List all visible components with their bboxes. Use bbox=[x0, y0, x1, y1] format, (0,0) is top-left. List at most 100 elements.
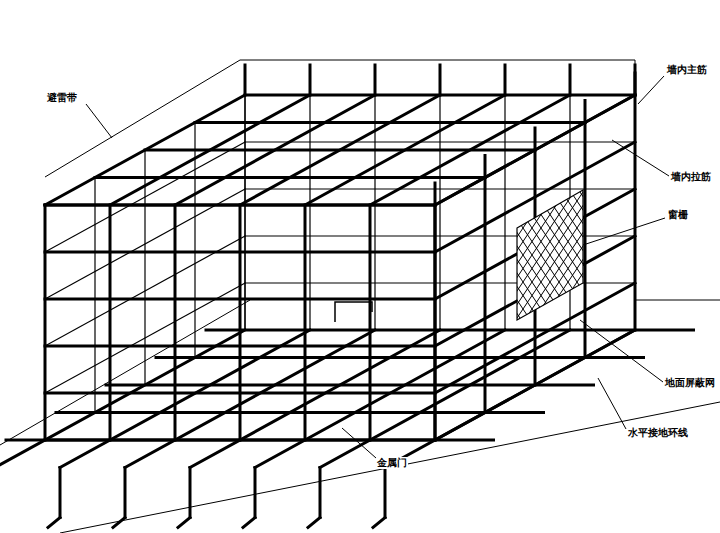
right-bar bbox=[434, 205, 437, 440]
hatch-line bbox=[590, 180, 690, 330]
hatch-line bbox=[608, 180, 708, 330]
floor-bar bbox=[0, 330, 245, 468]
metal-door bbox=[335, 302, 372, 322]
main-bar-top bbox=[309, 65, 312, 95]
part-label: 金属门 bbox=[376, 457, 408, 469]
hatch-line bbox=[563, 180, 663, 330]
part-label: 水平接地环线 bbox=[627, 427, 689, 439]
ground-rod bbox=[254, 468, 257, 518]
hatch-line bbox=[473, 180, 573, 330]
hatch-line bbox=[509, 180, 609, 330]
front-bar bbox=[109, 205, 112, 440]
ground-rod bbox=[59, 468, 62, 518]
front-bar bbox=[45, 345, 435, 348]
hatch-line bbox=[401, 180, 501, 330]
cage-bars bbox=[0, 65, 694, 528]
leader-line bbox=[86, 104, 112, 138]
hatch-line bbox=[446, 180, 546, 330]
leader-line bbox=[580, 320, 663, 382]
main-bar-top bbox=[374, 65, 377, 95]
front-bar bbox=[45, 392, 435, 395]
ground-rod bbox=[384, 468, 387, 518]
hatch-line bbox=[536, 180, 636, 330]
hatch-line bbox=[554, 180, 654, 330]
floor-bar bbox=[106, 384, 594, 387]
ground-rod bbox=[48, 518, 60, 528]
hatch-line bbox=[482, 180, 582, 330]
leader-lines bbox=[86, 76, 669, 458]
front-bar bbox=[45, 204, 435, 207]
main-bar-top bbox=[634, 73, 637, 95]
part-label: 地面屏蔽网 bbox=[664, 377, 716, 389]
hatch-line bbox=[491, 180, 591, 330]
main-bar-top bbox=[504, 65, 507, 95]
main-bar-top bbox=[244, 65, 247, 95]
hatch-line bbox=[446, 180, 546, 330]
top-bar bbox=[195, 121, 585, 124]
hatch-line bbox=[410, 180, 510, 330]
ground-rod bbox=[124, 468, 127, 518]
hatch-line bbox=[518, 180, 618, 330]
ground-rod bbox=[178, 518, 190, 528]
hatch-line bbox=[473, 180, 573, 330]
right-bar bbox=[584, 123, 587, 358]
top-bar bbox=[145, 149, 535, 152]
hatch-line bbox=[455, 180, 555, 330]
ground-rod bbox=[243, 518, 255, 528]
ground-line bbox=[635, 300, 720, 301]
hatch-line bbox=[536, 180, 636, 330]
leader-line bbox=[638, 76, 664, 104]
main-bar-top bbox=[534, 128, 537, 150]
part-label: 避雷带 bbox=[46, 92, 78, 104]
floor-bar bbox=[255, 330, 505, 468]
leader-line bbox=[598, 378, 626, 429]
front-bar bbox=[239, 205, 242, 440]
front-bar bbox=[369, 205, 372, 440]
back-bar bbox=[245, 188, 635, 189]
hatch-line bbox=[572, 180, 672, 330]
top-bar bbox=[45, 204, 435, 207]
hatch-line bbox=[599, 180, 699, 330]
hatch-line bbox=[518, 180, 618, 330]
hatch-line bbox=[608, 180, 708, 330]
hatch-line bbox=[437, 180, 537, 330]
hatch-line bbox=[581, 180, 681, 330]
floor-bar bbox=[60, 330, 310, 468]
main-bar-top bbox=[634, 65, 637, 95]
hatch-line bbox=[572, 180, 672, 330]
hatch-line bbox=[428, 180, 528, 330]
leader-line bbox=[612, 140, 669, 176]
left-bar bbox=[94, 178, 95, 413]
main-bar-top bbox=[584, 101, 587, 123]
hatch-line bbox=[455, 180, 555, 330]
ground-rod bbox=[373, 518, 385, 528]
floor-bar bbox=[320, 330, 570, 468]
front-bar bbox=[45, 251, 435, 254]
floor-bar bbox=[156, 356, 644, 359]
floor-bar bbox=[206, 329, 694, 332]
hatch-line bbox=[527, 180, 627, 330]
back-bar bbox=[245, 141, 635, 142]
window-grill bbox=[392, 180, 708, 330]
main-bar-top bbox=[484, 156, 487, 178]
ground-line bbox=[60, 402, 720, 533]
ground-rod bbox=[113, 518, 125, 528]
hatch-line bbox=[401, 180, 501, 330]
right-bar bbox=[634, 95, 637, 330]
front-bar bbox=[434, 205, 437, 440]
outline-lines bbox=[0, 60, 720, 533]
front-bar bbox=[45, 439, 435, 442]
main-bar-top bbox=[434, 183, 437, 205]
left-bar bbox=[45, 142, 245, 252]
hatch-line bbox=[428, 180, 528, 330]
front-bar bbox=[174, 205, 177, 440]
hatch-line bbox=[464, 180, 564, 330]
hatch-line bbox=[500, 180, 600, 330]
hatch-line bbox=[464, 180, 564, 330]
floor-bar bbox=[125, 330, 375, 468]
hatch-line bbox=[590, 180, 690, 330]
hatch-line bbox=[599, 180, 699, 330]
hatch-line bbox=[554, 180, 654, 330]
